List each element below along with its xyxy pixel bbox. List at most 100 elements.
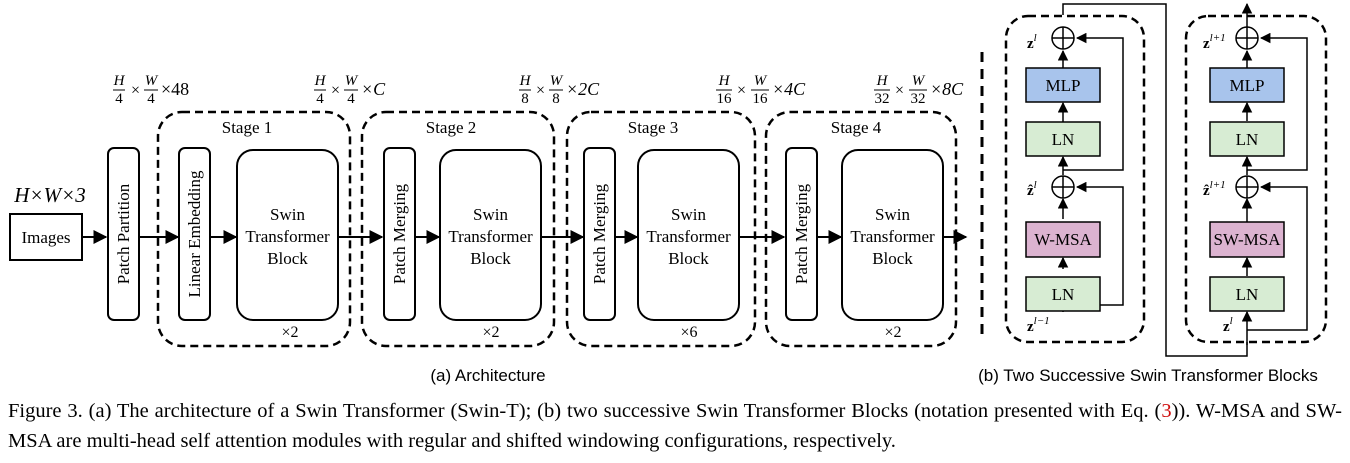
dims-stage4: H 32 × W 32 ×8C: [874, 73, 964, 107]
subcaption-architecture: (a) Architecture: [430, 366, 545, 385]
svg-text:4: 4: [347, 91, 355, 107]
z-hat-l-plus-1-label: ẑl+1: [1203, 179, 1226, 199]
svg-text:×: ×: [131, 82, 140, 99]
svg-text:H: H: [876, 73, 889, 89]
svg-text:×48: ×48: [161, 79, 189, 99]
svg-text:4: 4: [147, 91, 155, 107]
svg-text:16: 16: [753, 91, 769, 107]
dims-partition: H 4 × W 4 ×48: [113, 73, 190, 107]
stage-2: Stage 2 Patch Merging Swin Transformer B…: [360, 110, 556, 348]
patch-partition-label: Patch Partition: [114, 183, 133, 284]
svg-text:Patch Merging: Patch Merging: [590, 183, 609, 284]
stage-2-title: Stage 2: [426, 118, 477, 137]
svg-text:Patch Merging: Patch Merging: [390, 183, 409, 284]
patch-merging-box-4: [785, 147, 818, 321]
svg-text:×2C: ×2C: [566, 79, 600, 99]
svg-text:MLP: MLP: [1046, 76, 1081, 95]
svg-text:W: W: [912, 73, 926, 89]
z-l-minus-1-label: zl−1: [1027, 315, 1050, 335]
z-l-label: zl: [1027, 32, 1037, 52]
svg-text:×: ×: [737, 82, 746, 99]
svg-text:Swin: Swin: [270, 205, 305, 224]
svg-text:MLP: MLP: [1230, 76, 1265, 95]
svg-text:H: H: [519, 73, 532, 89]
inter-block-connection: [1062, 3, 1248, 357]
subcaption-blocks: (b) Two Successive Swin Transformer Bloc…: [978, 366, 1318, 385]
svg-text:8: 8: [552, 91, 560, 107]
patch-merging-box-2: [383, 147, 416, 321]
stage-4-repeat: ×2: [884, 324, 901, 341]
images-box: [9, 213, 83, 261]
svg-text:LN: LN: [1052, 285, 1075, 304]
svg-text:Transformer: Transformer: [245, 227, 330, 246]
w-msa-box: [1025, 221, 1101, 258]
patch-partition-box: [107, 147, 140, 321]
svg-text:Transformer: Transformer: [448, 227, 533, 246]
dims-stage2: H 8 × W 8 ×2C: [519, 73, 601, 107]
swin-block-3: [637, 149, 740, 321]
stage-2-repeat: ×2: [482, 324, 499, 341]
z-hat-l-label: ẑl: [1027, 179, 1037, 199]
svg-text:W: W: [145, 73, 159, 89]
svg-text:LN: LN: [1052, 130, 1075, 149]
ln-box-right-top: [1209, 121, 1285, 157]
svg-text:×: ×: [536, 82, 545, 99]
add-node-right-top: [1235, 26, 1259, 50]
swin-block-1: [236, 149, 339, 321]
svg-text:W-MSA: W-MSA: [1034, 230, 1092, 249]
stage-4: Stage 4 Patch Merging Swin Transformer B…: [764, 110, 958, 348]
images-label: Images: [21, 228, 70, 247]
z-l-label-right: zl: [1223, 315, 1233, 335]
stage-3-repeat: ×6: [680, 324, 697, 341]
linear-embedding-label: Linear Embedding: [185, 170, 204, 297]
svg-text:Swin: Swin: [473, 205, 508, 224]
dims-stage3: H 16 × W 16 ×4C: [716, 73, 806, 107]
stage-4-title: Stage 4: [831, 118, 882, 137]
z-l-plus-1-label: zl+1: [1203, 32, 1226, 52]
svg-text:H: H: [113, 73, 126, 89]
patch-merging-box-3: [583, 147, 616, 321]
ln-box-left-top: [1025, 121, 1101, 157]
add-node-left-top: [1051, 26, 1075, 50]
svg-text:SW-MSA: SW-MSA: [1213, 230, 1281, 249]
svg-text:32: 32: [911, 91, 926, 107]
svg-text:H: H: [718, 73, 731, 89]
svg-text:32: 32: [875, 91, 890, 107]
svg-text:Block: Block: [872, 249, 913, 268]
svg-text:×4C: ×4C: [772, 79, 806, 99]
svg-text:Transformer: Transformer: [850, 227, 935, 246]
svg-text:×C: ×C: [361, 79, 386, 99]
svg-text:×: ×: [895, 82, 904, 99]
svg-text:Swin: Swin: [875, 205, 910, 224]
svg-text:8: 8: [521, 91, 529, 107]
mlp-box-right: [1209, 67, 1285, 103]
add-node-left-bottom: [1051, 175, 1075, 199]
svg-text:W: W: [754, 73, 768, 89]
swin-architecture-figure: H×W×3 Images Patch Partition H 4 × W 4 ×…: [9, 2, 1328, 385]
swin-block-left: MLP LN W-MSA LN zl ẑl zl−1: [1004, 14, 1146, 344]
svg-text:H: H: [314, 73, 327, 89]
ln-box-right-bottom: [1209, 276, 1285, 312]
svg-text:W: W: [550, 73, 564, 89]
stage-1-repeat: ×2: [281, 324, 298, 341]
svg-text:16: 16: [717, 91, 733, 107]
linear-embedding-box: [178, 147, 211, 321]
stage-3-title: Stage 3: [628, 118, 679, 137]
svg-text:Block: Block: [267, 249, 308, 268]
svg-text:W: W: [345, 73, 359, 89]
svg-text:LN: LN: [1236, 285, 1259, 304]
figure-caption: Figure 3. (a) The architecture of a Swin…: [8, 400, 1342, 452]
svg-text:4: 4: [316, 91, 324, 107]
stage-1: Stage 1 Linear Embedding Swin Transforme…: [156, 110, 352, 348]
input-dims-label: H×W×3: [13, 183, 86, 207]
svg-text:Block: Block: [668, 249, 709, 268]
svg-text:Patch Merging: Patch Merging: [792, 183, 811, 284]
mlp-box-left: [1025, 67, 1101, 103]
svg-text:×8C: ×8C: [930, 79, 964, 99]
equation-ref-link[interactable]: 3: [1161, 400, 1172, 422]
add-node-right-bottom: [1235, 175, 1259, 199]
sw-msa-box: [1209, 221, 1285, 258]
svg-text:4: 4: [115, 91, 123, 107]
svg-text:Swin: Swin: [671, 205, 706, 224]
stage-3: Stage 3 Patch Merging Swin Transformer B…: [565, 110, 757, 348]
